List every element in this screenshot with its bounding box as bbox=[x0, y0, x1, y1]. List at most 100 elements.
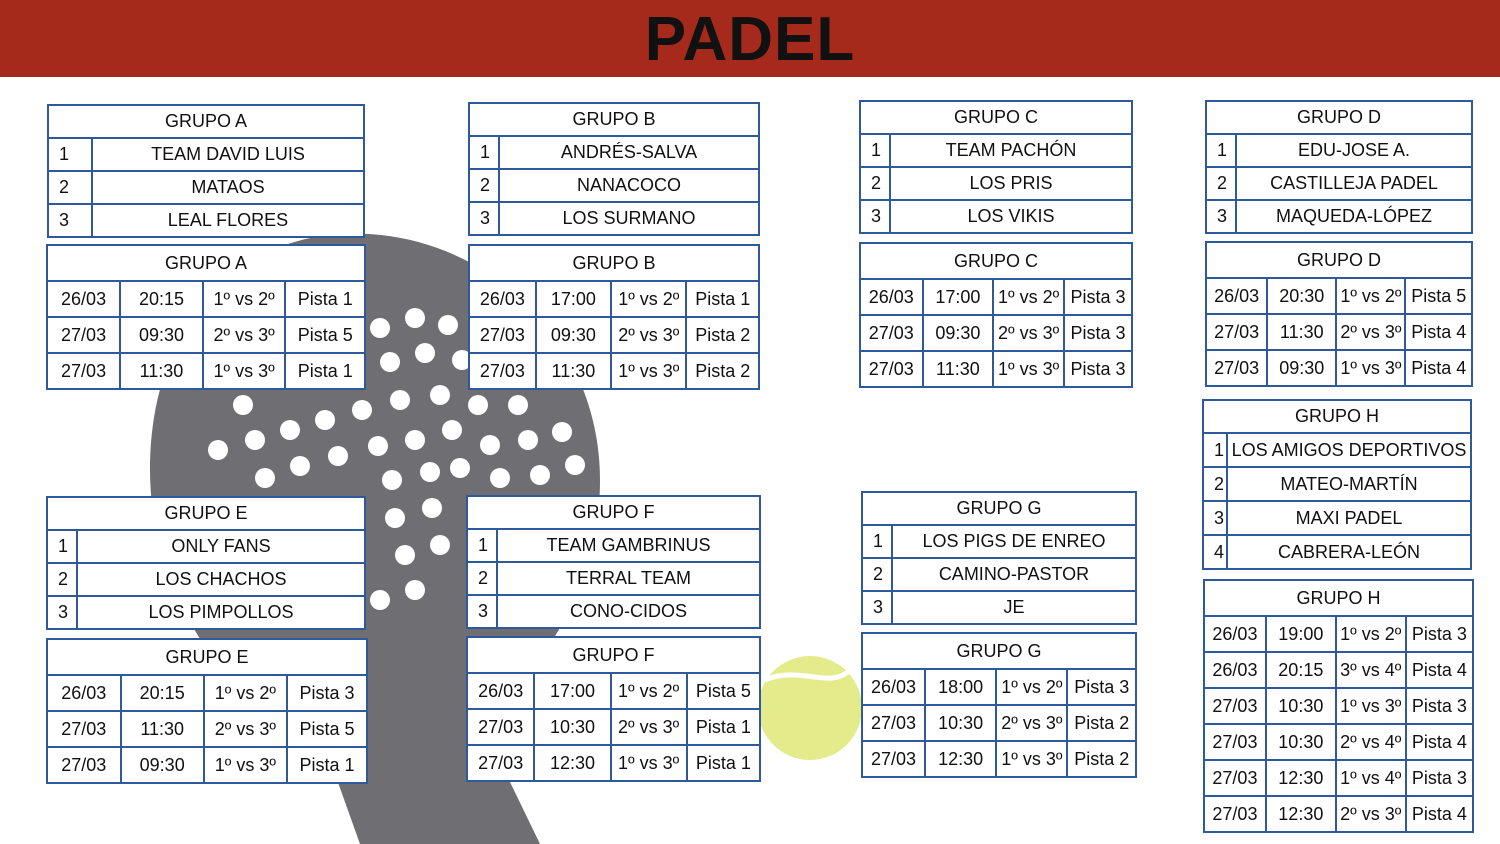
team-row: 3 CONO-CIDOS bbox=[466, 594, 761, 629]
match-pairing: 2º vs 3º bbox=[1335, 313, 1407, 351]
team-name: MATAOS bbox=[91, 170, 365, 205]
match-time: 10:30 bbox=[1264, 723, 1337, 761]
match-court: Pista 2 bbox=[685, 352, 760, 390]
team-position: 2 bbox=[1205, 166, 1237, 201]
match-court: Pista 1 bbox=[685, 744, 762, 782]
team-row: 4 CABRERA-LEÓN bbox=[1202, 534, 1472, 570]
match-date: 27/03 bbox=[1203, 687, 1267, 725]
match-date: 27/03 bbox=[1203, 723, 1267, 761]
team-row: 3 LEAL FLORES bbox=[47, 203, 365, 238]
match-date: 27/03 bbox=[46, 746, 122, 784]
team-position: 1 bbox=[1205, 133, 1237, 168]
match-date: 26/03 bbox=[859, 278, 924, 316]
match-date: 26/03 bbox=[465, 672, 536, 710]
team-position: 2 bbox=[468, 168, 500, 203]
match-pairing: 2º vs 3º bbox=[1334, 795, 1407, 833]
team-position: 3 bbox=[1202, 500, 1228, 536]
match-pairing: 2º vs 3º bbox=[201, 316, 287, 354]
team-position: 4 bbox=[1202, 534, 1228, 570]
match-court: Pista 4 bbox=[1404, 651, 1475, 689]
team-name: ONLY FANS bbox=[76, 529, 366, 564]
team-name: LOS AMIGOS DEPORTIVOS bbox=[1226, 432, 1472, 468]
team-row: 1 TEAM DAVID LUIS bbox=[47, 137, 365, 172]
team-row: 3 LOS VIKIS bbox=[859, 199, 1133, 234]
team-name: TEAM GAMBRINUS bbox=[496, 528, 761, 563]
match-time: 20:30 bbox=[1266, 277, 1338, 315]
group-title: GRUPO E bbox=[46, 638, 368, 676]
match-court: Pista 2 bbox=[685, 316, 760, 354]
match-pairing: 1º vs 3º bbox=[201, 352, 287, 390]
team-row: 2 TERRAL TEAM bbox=[466, 561, 761, 596]
team-position: 2 bbox=[466, 561, 498, 596]
team-position: 2 bbox=[1202, 466, 1228, 502]
match-pairing: 1º vs 3º bbox=[609, 744, 688, 782]
match-date: 27/03 bbox=[468, 352, 537, 390]
team-name: LOS CHACHOS bbox=[76, 562, 366, 597]
match-date: 26/03 bbox=[1204, 277, 1269, 315]
match-court: Pista 3 bbox=[1404, 615, 1475, 653]
team-name: CAMINO-PASTOR bbox=[891, 557, 1137, 592]
team-position: 1 bbox=[466, 528, 498, 563]
match-court: Pista 2 bbox=[1066, 740, 1137, 778]
match-date: 26/03 bbox=[46, 674, 122, 712]
team-name: MATEO-MARTÍN bbox=[1226, 466, 1472, 502]
group-title: GRUPO D bbox=[1205, 100, 1473, 135]
match-court: Pista 1 bbox=[285, 746, 369, 784]
match-time: 11:30 bbox=[119, 352, 204, 390]
team-row: 2 LOS CHACHOS bbox=[46, 562, 366, 597]
team-row: 1 TEAM PACHÓN bbox=[859, 133, 1133, 168]
match-time: 12:30 bbox=[1264, 759, 1337, 797]
team-position: 1 bbox=[46, 529, 78, 564]
team-row: 2 MATAOS bbox=[47, 170, 365, 205]
group-title: GRUPO G bbox=[861, 632, 1137, 670]
match-pairing: 1º vs 3º bbox=[1334, 687, 1407, 725]
match-time: 09:30 bbox=[921, 314, 995, 352]
match-court: Pista 4 bbox=[1404, 795, 1475, 833]
match-time: 20:15 bbox=[119, 280, 204, 318]
team-position: 3 bbox=[861, 590, 893, 625]
match-pairing: 1º vs 2º bbox=[992, 278, 1065, 316]
grupo-a-teams-table: GRUPO A 1 TEAM DAVID LUIS 2 MATAOS 3 LEA… bbox=[47, 104, 365, 238]
match-date: 27/03 bbox=[45, 316, 122, 354]
team-name: LOS VIKIS bbox=[889, 199, 1133, 234]
team-row: 1 TEAM GAMBRINUS bbox=[466, 528, 761, 563]
match-pairing: 2º vs 3º bbox=[609, 708, 688, 746]
match-pairing: 3º vs 4º bbox=[1334, 651, 1407, 689]
grupo-c-teams-table: GRUPO C 1 TEAM PACHÓN 2 LOS PRIS 3 LOS V… bbox=[859, 100, 1133, 234]
group-title: GRUPO A bbox=[46, 244, 366, 282]
match-date: 27/03 bbox=[860, 740, 927, 778]
match-court: Pista 5 bbox=[285, 710, 369, 748]
grupo-f-teams-table: GRUPO F 1 TEAM GAMBRINUS 2 TERRAL TEAM 3… bbox=[466, 495, 761, 629]
match-time: 18:00 bbox=[924, 668, 998, 706]
match-pairing: 1º vs 2º bbox=[610, 280, 688, 318]
grupo-d-teams-table: GRUPO D 1 EDU-JOSE A. 2 CASTILLEJA PADEL… bbox=[1205, 100, 1473, 234]
team-row: 2 CASTILLEJA PADEL bbox=[1205, 166, 1473, 201]
match-pairing: 1º vs 3º bbox=[992, 350, 1065, 388]
team-row: 1 ONLY FANS bbox=[46, 529, 366, 564]
group-title: GRUPO A bbox=[47, 104, 365, 139]
team-name: LOS PRIS bbox=[889, 166, 1133, 201]
team-name: LOS PIGS DE ENREO bbox=[891, 524, 1137, 559]
match-pairing: 2º vs 3º bbox=[995, 704, 1069, 742]
match-pairing: 1º vs 2º bbox=[1334, 615, 1407, 653]
match-court: Pista 5 bbox=[1404, 277, 1473, 315]
match-time: 10:30 bbox=[924, 704, 998, 742]
match-pairing: 1º vs 2º bbox=[995, 668, 1069, 706]
match-court: Pista 3 bbox=[1062, 314, 1134, 352]
